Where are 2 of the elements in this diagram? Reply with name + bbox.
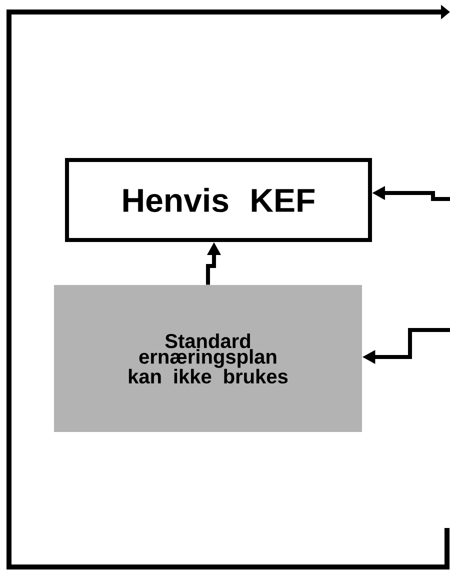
process-box: Henvis KEF — [65, 158, 372, 242]
process-box: Standard ernæringsplan kan ikke brukes — [54, 285, 362, 432]
